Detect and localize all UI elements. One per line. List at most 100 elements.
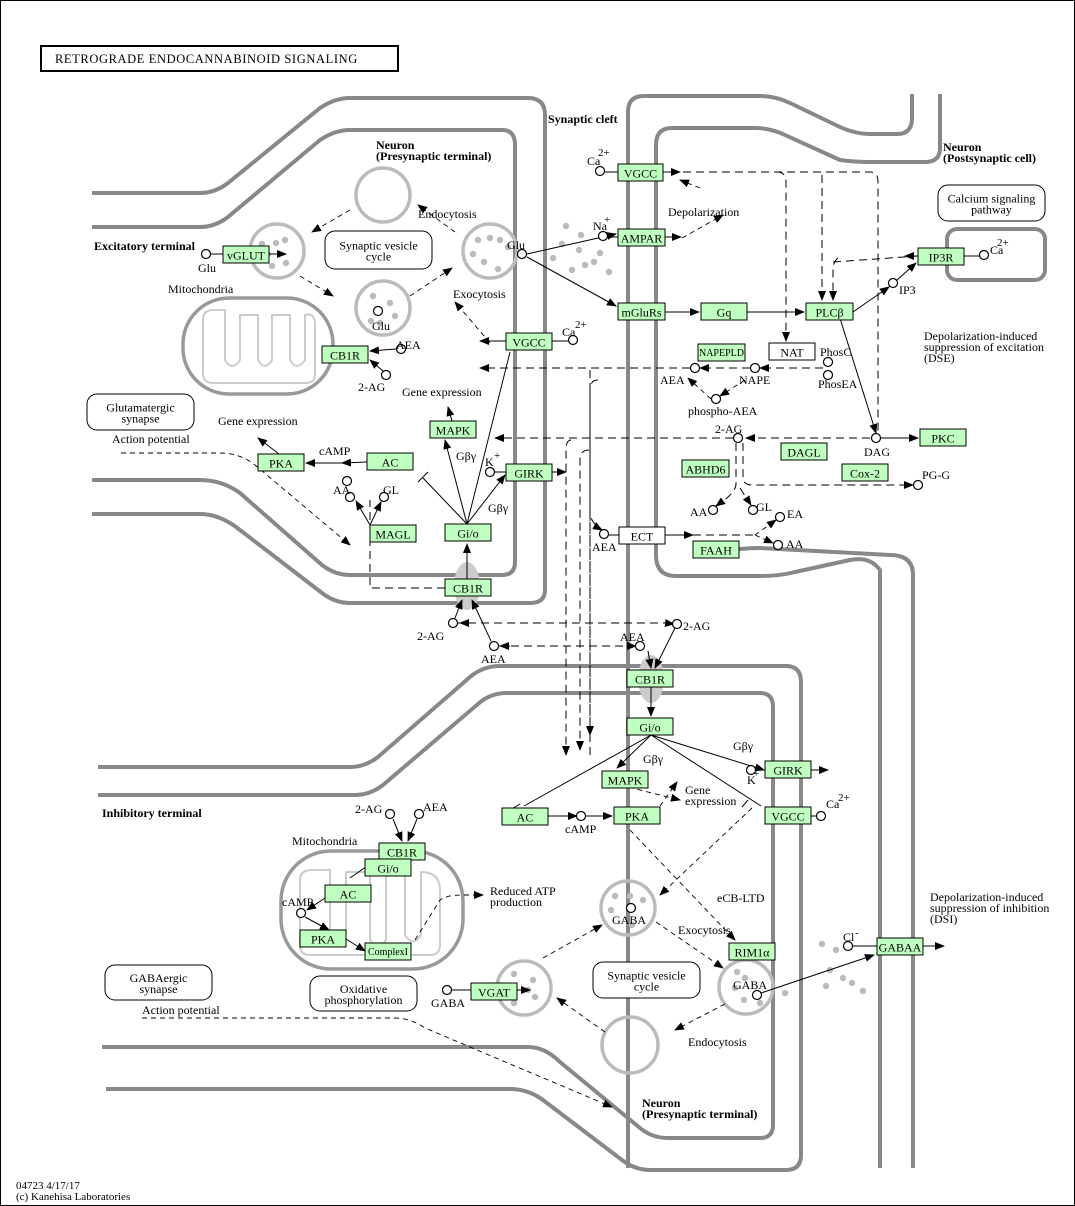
gene-cb1r-top[interactable]: CB1R (444, 578, 492, 597)
gene-napepld[interactable]: NAPEPLD (697, 343, 746, 362)
gene-label: GIRK (773, 764, 803, 778)
compound-aa-faah[interactable] (772, 539, 784, 551)
gene-vgcc-pre[interactable]: VGCC (505, 332, 553, 351)
compound-ip3[interactable] (887, 277, 899, 289)
compound-phosc[interactable] (822, 356, 834, 368)
compound-gaba-release[interactable] (751, 989, 763, 1001)
membranes (92, 94, 1047, 1172)
compound-ca-ip3r[interactable] (978, 249, 990, 261)
compound-aa-abhd[interactable] (707, 504, 719, 516)
gene-magl[interactable]: MAGL (369, 524, 417, 543)
compound-two-ag-left[interactable] (447, 617, 459, 629)
gene-cb1r-mito[interactable]: CB1R (321, 345, 369, 364)
gene-vgcc-post[interactable]: VGCC (617, 163, 664, 182)
compound-phospho-aea[interactable] (710, 393, 722, 405)
gene-pkc[interactable]: PKC (919, 428, 967, 447)
gene-girk-bottom[interactable]: GIRK (764, 760, 812, 779)
compound-na[interactable] (597, 230, 609, 242)
gene-ac-bottom[interactable]: AC (501, 807, 549, 826)
compound-two-ag-mito[interactable] (380, 369, 392, 381)
compound-glu-cleft[interactable] (516, 248, 528, 260)
compound-aea-right[interactable] (634, 640, 646, 652)
compound-ca-bottom[interactable] (815, 810, 827, 822)
gene-label: ComplexI (368, 947, 408, 958)
compound-aa-magl[interactable] (344, 491, 356, 503)
compound-two-ag-inh[interactable] (384, 808, 396, 820)
compound-gaba-vesicle[interactable] (625, 902, 637, 914)
gene-vgat[interactable]: VGAT (470, 982, 518, 1001)
compound-gaba-vgat[interactable] (441, 984, 453, 996)
compound-ca-vgcc-post[interactable] (594, 165, 606, 177)
gene-label: Gi/o (457, 527, 478, 541)
compound-glu-vesicle[interactable] (372, 305, 384, 317)
compound-glu-compound[interactable] (200, 248, 212, 260)
gene-ect[interactable]: ECT (618, 526, 666, 545)
neurotransmitter-dots (258, 222, 867, 1007)
compound-k-top[interactable] (484, 466, 496, 478)
label-gene-expr-mapk: Gene expression (402, 385, 482, 399)
compound-aea-nape[interactable] (689, 362, 701, 374)
compound-two-ag-post[interactable] (732, 432, 744, 444)
compound-gl-abhd[interactable] (747, 504, 759, 516)
gene-plcb[interactable]: PLCβ (805, 302, 854, 321)
gene-complex1[interactable]: ComplexI (364, 942, 412, 961)
gene-label: DAGL (787, 446, 820, 460)
label-ca-vgcc-pre-sup: 2+ (575, 319, 587, 331)
gene-girk-top[interactable]: GIRK (505, 463, 553, 482)
gene-faah[interactable]: FAAH (692, 540, 740, 559)
gene-vgcc-bottom[interactable]: VGCC (764, 806, 812, 825)
compound-nape[interactable] (749, 362, 761, 374)
gene-gabaa[interactable]: GABAA (876, 937, 924, 956)
compound-gl-magl[interactable] (378, 491, 390, 503)
compound-k-bottom[interactable] (745, 764, 757, 776)
compound-cl[interactable] (842, 940, 854, 952)
compound-camp-mito[interactable] (295, 907, 307, 919)
compound-aea-left[interactable] (488, 640, 500, 652)
compound-two-ag-right[interactable] (671, 618, 683, 630)
gene-gio-bottom[interactable]: Gi/o (626, 717, 674, 736)
gene-cb1r-mito2[interactable]: CB1R (378, 842, 426, 861)
gene-rim1a[interactable]: RIM1α (728, 942, 776, 961)
gene-nat[interactable]: NAT (768, 342, 816, 361)
gene-pka-top[interactable]: PKA (257, 453, 305, 472)
gene-ip3r[interactable]: IP3R (917, 247, 965, 266)
gene-vglut[interactable]: vGLUT (222, 245, 270, 264)
gene-ac-mito[interactable]: AC (324, 884, 372, 903)
gene-label: Gi/o (377, 862, 398, 876)
gene-cox2[interactable]: Cox-2 (841, 463, 889, 482)
gene-label: CB1R (635, 673, 665, 687)
gene-mglurs[interactable]: mGluRs (617, 302, 666, 321)
gene-pka-mito[interactable]: PKA (299, 929, 347, 948)
compound-aea-ect[interactable] (598, 528, 610, 540)
gene-dagl[interactable]: DAGL (780, 442, 828, 461)
compound-aea-mito[interactable] (395, 343, 407, 355)
gene-gq[interactable]: Gq (700, 302, 748, 321)
compound-phosea[interactable] (822, 369, 834, 381)
gene-gio-mito[interactable]: Gi/o (364, 858, 412, 877)
compound-camp-top[interactable] (341, 475, 353, 487)
compound-camp-bottom[interactable] (575, 810, 587, 822)
gene-label: MAGL (375, 528, 410, 542)
gene-mapk-bottom[interactable]: MAPK (601, 770, 649, 789)
compound-aea-inh[interactable] (413, 808, 425, 820)
gene-gio-top[interactable]: Gi/o (444, 523, 492, 542)
compound-dag[interactable] (870, 432, 882, 444)
compound-pgg[interactable] (912, 479, 924, 491)
gene-pka-bottom[interactable]: PKA (613, 806, 661, 825)
compound-ea[interactable] (774, 511, 786, 523)
compound-ca-vgcc-pre[interactable] (567, 334, 579, 346)
label-gby-mapk: Gβγ (456, 449, 477, 463)
label-gby-bottom-mapk: Gβγ (643, 752, 664, 766)
gene-abhd6[interactable]: ABHD6 (681, 459, 730, 478)
gene-cb1r-bottom[interactable]: CB1R (626, 669, 674, 688)
gene-mapk-top[interactable]: MAPK (429, 420, 477, 439)
gene-ac-top[interactable]: AC (366, 452, 414, 471)
gene-ampar[interactable]: AMPAR (617, 228, 666, 247)
gene-label: VGCC (512, 336, 545, 350)
